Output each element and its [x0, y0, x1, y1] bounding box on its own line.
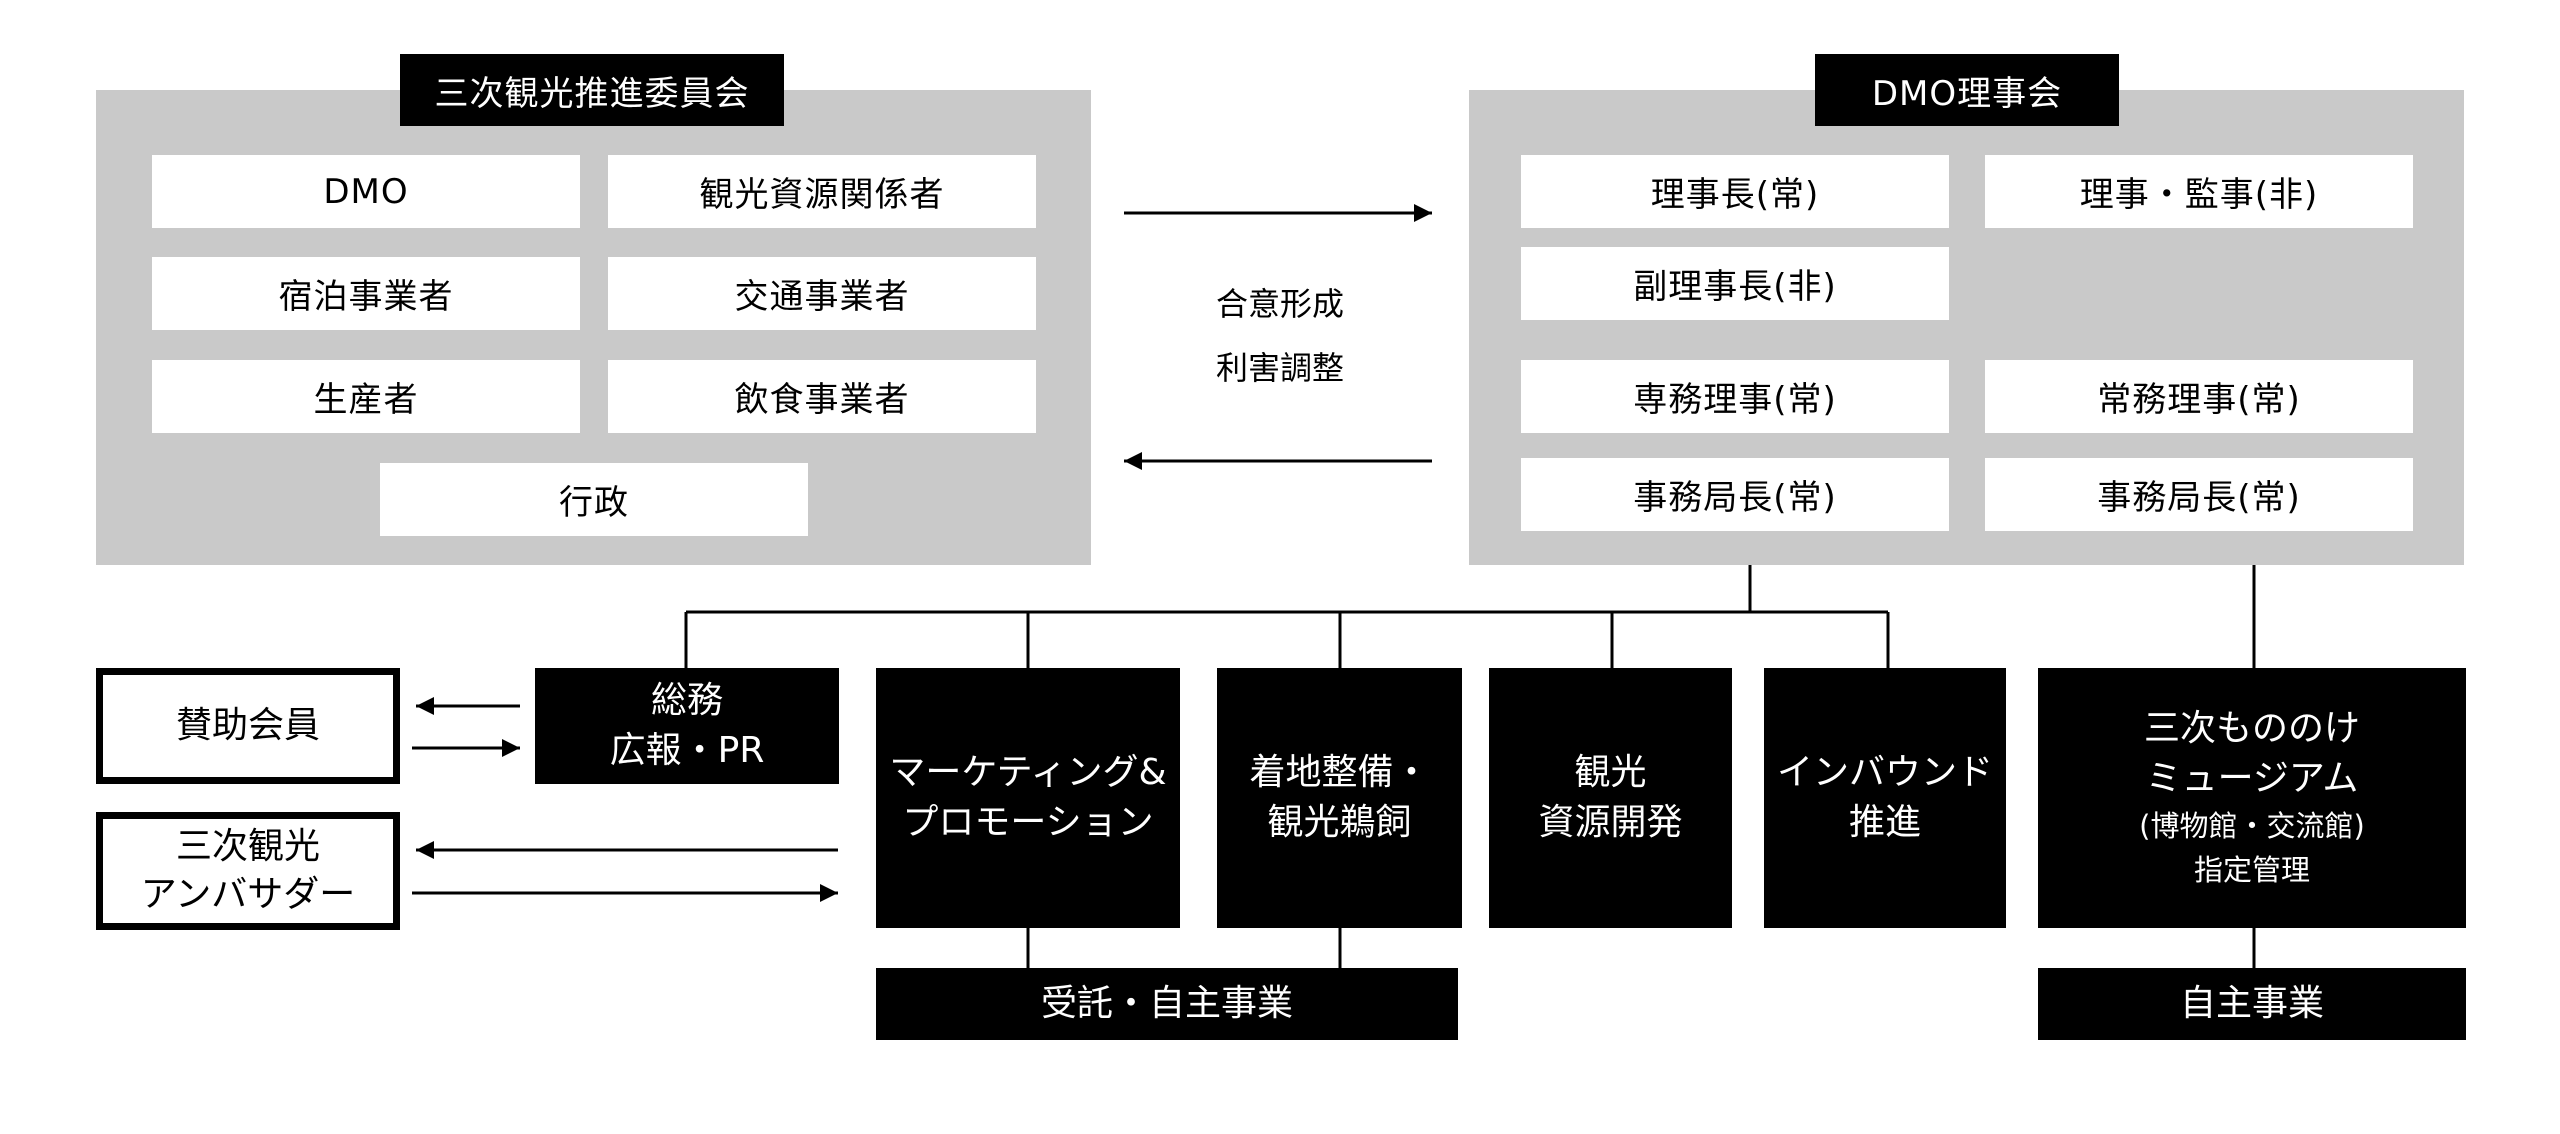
dept-marketing: マーケティング& プロモーション — [876, 668, 1180, 928]
supporting-members-label: 賛助会員 — [175, 705, 320, 746]
board-directors-auditors: 理事・監事(非) — [1985, 155, 2413, 228]
dept-marketing-line-1: マーケティング& — [889, 752, 1167, 793]
board-title: DMO理事会 — [1815, 54, 2119, 126]
dept-general-pr: 総務 広報・PR — [535, 668, 839, 784]
committee-member-administration: 行政 — [380, 463, 808, 536]
board-chair: 理事長(常) — [1521, 155, 1949, 228]
dept-landing-cormorant: 着地整備・ 観光鵜飼 — [1217, 668, 1462, 928]
board-secretary-general-1: 事務局長(常) — [1521, 458, 1949, 531]
committee-title: 三次観光推進委員会 — [400, 54, 784, 126]
supporting-members-box: 賛助会員 — [96, 668, 400, 784]
committee-member-restaurants: 飲食事業者 — [608, 360, 1036, 433]
dept-marketing-line-2: プロモーション — [902, 802, 1154, 843]
ambassador-line-2: アンバサダー — [140, 874, 356, 915]
dept-museum-line-1: 三次もののけ — [2143, 708, 2360, 749]
dept-museum: 三次もののけ ミュージアム (博物館・交流館) 指定管理 — [2038, 668, 2466, 928]
committee-member-producers: 生産者 — [152, 360, 580, 433]
dept-resource-development: 観光 資源開発 — [1489, 668, 1732, 928]
ambassador-line-1: 三次観光 — [175, 826, 320, 867]
dept-inbound: インバウンド 推進 — [1764, 668, 2006, 928]
dept-resources-line-2: 資源開発 — [1538, 802, 1683, 843]
committee-member-tourism-resources: 観光資源関係者 — [608, 155, 1036, 228]
dept-resources-line-1: 観光 — [1574, 752, 1647, 793]
dept-inbound-line-1: インバウンド — [1776, 752, 1993, 793]
consensus-line-2: 利害調整 — [1215, 349, 1344, 387]
contract-own-business-bar: 受託・自主事業 — [876, 968, 1458, 1040]
committee-member-lodging: 宿泊事業者 — [152, 257, 580, 330]
dept-landing-line-1: 着地整備・ — [1249, 752, 1430, 793]
dept-museum-line-2: ミュージアム — [2145, 758, 2359, 799]
consensus-line-1: 合意形成 — [1215, 285, 1344, 323]
dept-landing-line-2: 観光鵜飼 — [1267, 802, 1412, 843]
own-business-bar: 自主事業 — [2038, 968, 2466, 1040]
dept-museum-line-4: 指定管理 — [2193, 853, 2310, 887]
outside-arrows — [412, 697, 838, 902]
board-secretary-general-2: 事務局長(常) — [1985, 458, 2413, 531]
dept-general-line-1: 総務 — [650, 680, 723, 721]
dept-inbound-line-2: 推進 — [1848, 802, 1921, 843]
ambassador-box: 三次観光 アンバサダー — [96, 812, 400, 930]
committee-member-transport: 交通事業者 — [608, 257, 1036, 330]
dept-museum-line-3: (博物館・交流館) — [2139, 809, 2365, 843]
dept-general-line-2: 広報・PR — [609, 730, 765, 771]
consensus-label: 合意形成 利害調整 — [1140, 272, 1420, 412]
board-vice-chair: 副理事長(非) — [1521, 247, 1949, 320]
board-managing-director: 常務理事(常) — [1985, 360, 2413, 433]
org-tree-lines — [684, 565, 2256, 968]
committee-member-dmo: DMO — [152, 155, 580, 228]
board-senior-managing-director: 専務理事(常) — [1521, 360, 1949, 433]
